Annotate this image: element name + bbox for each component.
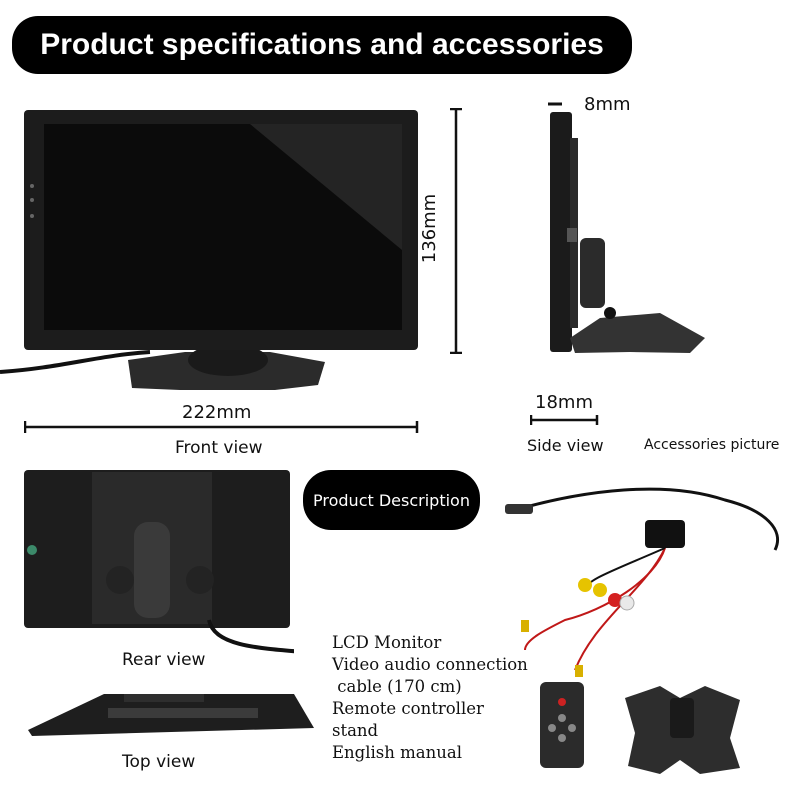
page-title: Product specifications and accessories xyxy=(12,16,632,74)
description-item: Remote controller xyxy=(332,699,484,718)
side-view-depth-marker xyxy=(548,102,562,106)
accessories-label: Accessories picture xyxy=(644,437,780,453)
front-view-monitor-image xyxy=(0,110,418,390)
width-dimension-line xyxy=(24,421,419,433)
description-item: stand xyxy=(332,721,379,740)
rear-view-label: Rear view xyxy=(122,650,206,670)
av-cable-image xyxy=(505,487,779,677)
top-view-monitor-image xyxy=(28,694,314,736)
description-item: Video audio connection xyxy=(332,655,528,674)
top-view-label: Top view xyxy=(122,752,196,772)
rear-view-monitor-image xyxy=(24,470,294,654)
stand-image xyxy=(625,686,740,774)
side-view-label: Side view xyxy=(527,436,604,455)
height-dimension-line xyxy=(450,108,462,354)
depth-label: 8mm xyxy=(584,94,631,115)
width-label: 222mm xyxy=(182,402,252,423)
remote-controller-image xyxy=(540,682,584,768)
stand-depth-label: 18mm xyxy=(535,392,593,413)
height-label: 136mm xyxy=(419,193,441,264)
description-item: English manual xyxy=(332,743,462,762)
stand-depth-line xyxy=(530,415,599,425)
product-description-list: LCD Monitor Video audio connection cable… xyxy=(332,632,528,764)
side-view-monitor-image xyxy=(550,112,705,353)
description-item: LCD Monitor xyxy=(332,633,442,652)
description-item: cable (170 cm) xyxy=(332,677,462,696)
front-view-label: Front view xyxy=(175,438,263,458)
product-description-title: Product Description xyxy=(303,470,480,530)
